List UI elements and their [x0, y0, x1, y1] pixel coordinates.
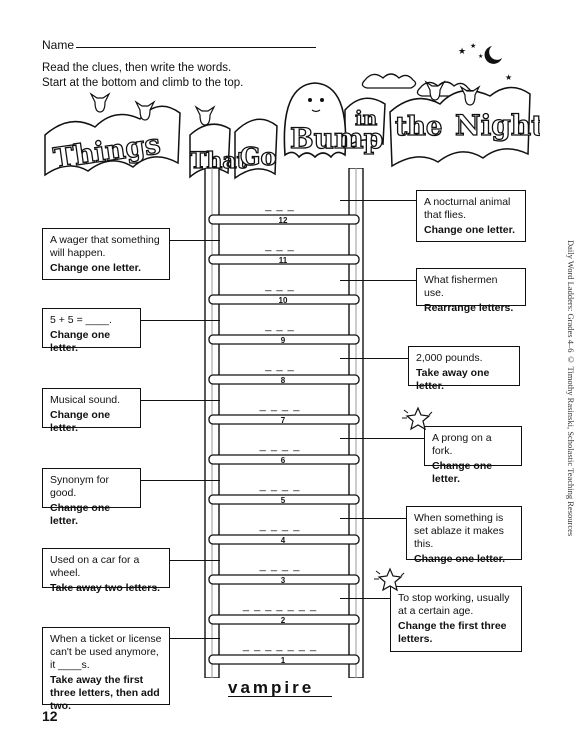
- leader-line: [141, 320, 220, 321]
- rung-6-number: 6: [280, 456, 286, 465]
- leader-line: [141, 400, 220, 401]
- star-icon: ★: [458, 46, 466, 56]
- clue-box-9: 5 + 5 = ____. Change one letter.: [42, 308, 141, 354]
- title-word-night: Night: [455, 109, 540, 142]
- star-icon: ★: [478, 53, 483, 60]
- rung-9-number: 9: [280, 336, 286, 345]
- ladder-illustration: [204, 168, 364, 678]
- clue-11-rule: Change one letter.: [50, 262, 142, 274]
- clue-box-5: Synonym for good. Change one letter.: [42, 468, 141, 527]
- leader-line: [340, 200, 416, 201]
- clue-2-rule: Change the first three letters.: [398, 620, 507, 645]
- clue-box-1: When a ticket or license can't be used a…: [42, 627, 170, 712]
- clue-3-text: Used on a car for a wheel.: [50, 554, 140, 579]
- name-label: Name: [42, 38, 75, 52]
- title-word-bump: Bump: [290, 122, 383, 155]
- rung-2-number: 2: [280, 616, 286, 625]
- clue-box-12: A nocturnal animal that flies. Change on…: [416, 190, 526, 242]
- clue-box-10: What fishermen use. Rearrange letters.: [416, 268, 526, 314]
- rung-4-blank[interactable]: _ _ _ _: [259, 520, 301, 532]
- rung-2-blank[interactable]: _ _ _ _ _ _ _: [242, 600, 318, 612]
- start-word: vampire: [228, 678, 315, 697]
- clue-11-text: A wager that something will happen.: [50, 234, 160, 259]
- clue-box-7: Musical sound. Change one letter.: [42, 388, 141, 434]
- rung-11-blank[interactable]: _ _ _: [265, 240, 295, 252]
- leader-line: [340, 358, 408, 359]
- clue-3-rule: Take away two letters.: [50, 582, 161, 594]
- rung-1-blank[interactable]: _ _ _ _ _ _ _: [242, 640, 318, 652]
- clue-box-3: Used on a car for a wheel. Take away two…: [42, 548, 170, 594]
- sparkle-star-icon: [374, 567, 405, 592]
- clue-1-text: When a ticket or license can't be used a…: [50, 633, 162, 671]
- leader-line: [170, 560, 220, 561]
- clue-4-rule: Change one letter.: [414, 553, 506, 565]
- rung-1-number: 1: [280, 656, 286, 665]
- clue-box-8: 2,000 pounds. Take away one letter.: [408, 346, 520, 392]
- title-word-in: in: [355, 106, 378, 130]
- clue-12-text: A nocturnal animal that flies.: [424, 196, 511, 221]
- clue-5-rule: Change one letter.: [50, 502, 111, 527]
- clue-10-text: What fishermen use.: [424, 274, 498, 299]
- rung-7-number: 7: [280, 416, 286, 425]
- name-input-line[interactable]: [76, 47, 316, 48]
- rung-9-blank[interactable]: _ _ _: [265, 320, 295, 332]
- leader-line: [340, 598, 390, 599]
- clue-2-text: To stop working, usually at a certain ag…: [398, 592, 510, 617]
- rung-8-blank[interactable]: _ _ _: [265, 360, 295, 372]
- instruction-line-1: Read the clues, then write the words.: [42, 62, 232, 74]
- rung-5-blank[interactable]: _ _ _ _: [259, 480, 301, 492]
- side-credit: Daily Word Ladders: Grades 4–6 © Timothy…: [566, 240, 576, 537]
- cloud-icon: [361, 73, 417, 89]
- leader-line: [170, 638, 220, 639]
- rung-5-number: 5: [280, 496, 286, 505]
- rung-10-number: 10: [278, 296, 288, 305]
- clue-9-rule: Change one letter.: [50, 329, 111, 354]
- ghost-icon: [283, 82, 347, 159]
- clue-box-2: To stop working, usually at a certain ag…: [390, 586, 522, 652]
- title-word-go: Go: [240, 142, 277, 171]
- clue-5-text: Synonym for good.: [50, 474, 109, 499]
- clue-4-text: When something is set ablaze it makes th…: [414, 512, 504, 550]
- clue-box-6: A prong on a fork. Change one letter.: [424, 426, 522, 485]
- instruction-line-2: Start at the bottom and climb to the top…: [42, 77, 244, 89]
- leader-line: [340, 518, 406, 519]
- clue-12-rule: Change one letter.: [424, 224, 516, 236]
- title-banner-illustration: ★ ★ ★ ★ Things That Go Bump in the Night: [44, 42, 540, 180]
- title-word-the: the: [395, 112, 442, 142]
- rung-6-blank[interactable]: _ _ _ _: [259, 440, 301, 452]
- rung-3-number: 3: [280, 576, 286, 585]
- clue-6-rule: Change one letter.: [432, 460, 493, 485]
- moon-icon: [484, 46, 502, 64]
- sparkle-star-icon: [402, 406, 433, 431]
- leader-line: [340, 280, 416, 281]
- page-number: 12: [42, 708, 58, 724]
- clue-7-text: Musical sound.: [50, 394, 121, 406]
- rung-12-number: 12: [278, 216, 288, 225]
- clue-8-rule: Take away one letter.: [416, 367, 490, 392]
- rung-4-number: 4: [280, 536, 286, 545]
- start-word-underline: [228, 696, 332, 697]
- star-icon: ★: [470, 42, 476, 50]
- clue-box-11: A wager that something will happen. Chan…: [42, 228, 170, 280]
- bat-icon: [89, 80, 481, 126]
- rung-10-blank[interactable]: _ _ _: [265, 280, 295, 292]
- rung-11-number: 11: [278, 256, 288, 265]
- leader-line: [170, 240, 220, 241]
- rung-12-blank[interactable]: _ _ _: [265, 200, 295, 212]
- clue-1-rule: Take away the first three letters, then …: [50, 674, 160, 712]
- rung-7-blank[interactable]: _ _ _ _: [259, 400, 301, 412]
- clue-6-text: A prong on a fork.: [432, 432, 492, 457]
- clue-7-rule: Change one letter.: [50, 409, 111, 434]
- clue-box-4: When something is set ablaze it makes th…: [406, 506, 522, 565]
- rung-3-blank[interactable]: _ _ _ _: [259, 560, 301, 572]
- star-icon: ★: [505, 73, 512, 82]
- clue-9-text: 5 + 5 = ____.: [50, 314, 112, 326]
- leader-line: [141, 480, 220, 481]
- clue-8-text: 2,000 pounds.: [416, 352, 483, 364]
- leader-line: [340, 438, 424, 439]
- clue-10-rule: Rearrange letters.: [424, 302, 514, 314]
- rung-8-number: 8: [280, 376, 286, 385]
